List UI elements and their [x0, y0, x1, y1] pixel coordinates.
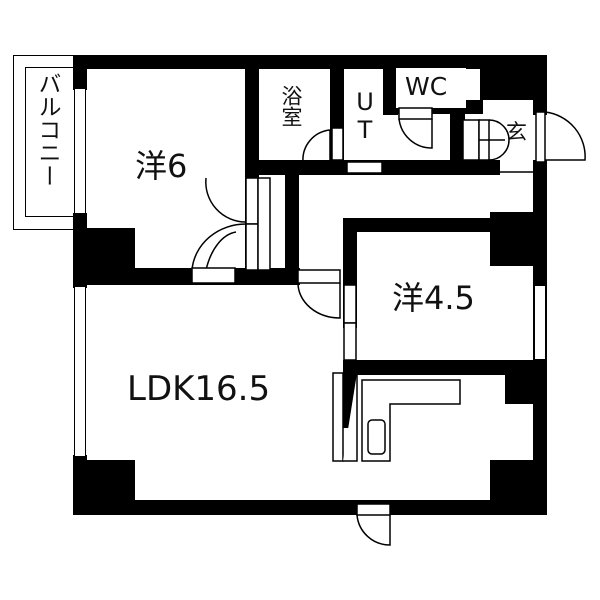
room-label-bathroom: 浴室 — [279, 85, 303, 127]
room-label-balcony: バルコニー — [34, 72, 60, 187]
wall-wc-east — [450, 100, 465, 175]
window-west-6 — [74, 88, 86, 214]
wall-bottom — [73, 500, 547, 515]
wc-label-box — [396, 68, 466, 108]
balcony-inner — [25, 67, 77, 217]
room-label-entrance: 玄 — [506, 120, 527, 144]
room-label-western-6: 洋6 — [135, 147, 188, 185]
room-label-toilet: WC — [405, 72, 448, 101]
pillar-ne — [480, 55, 547, 100]
wall-w45-south — [343, 360, 543, 375]
pillar-ldk-sw — [73, 460, 135, 515]
room-label-utility: UT — [351, 88, 379, 144]
pillar-ldk-se — [490, 460, 547, 515]
window-ldk-west — [74, 286, 86, 457]
window-east-45 — [534, 285, 546, 360]
wall-w45-north — [343, 218, 503, 232]
pillar-west-6 — [73, 228, 135, 272]
wall-left-top — [73, 55, 87, 90]
wall-corridor-west — [285, 175, 299, 275]
wall-w6-south — [73, 268, 300, 285]
room-label-western-4-5: 洋4.5 — [392, 279, 475, 317]
room-label-ldk: LDK16.5 — [127, 369, 271, 409]
wall-top — [73, 55, 547, 69]
